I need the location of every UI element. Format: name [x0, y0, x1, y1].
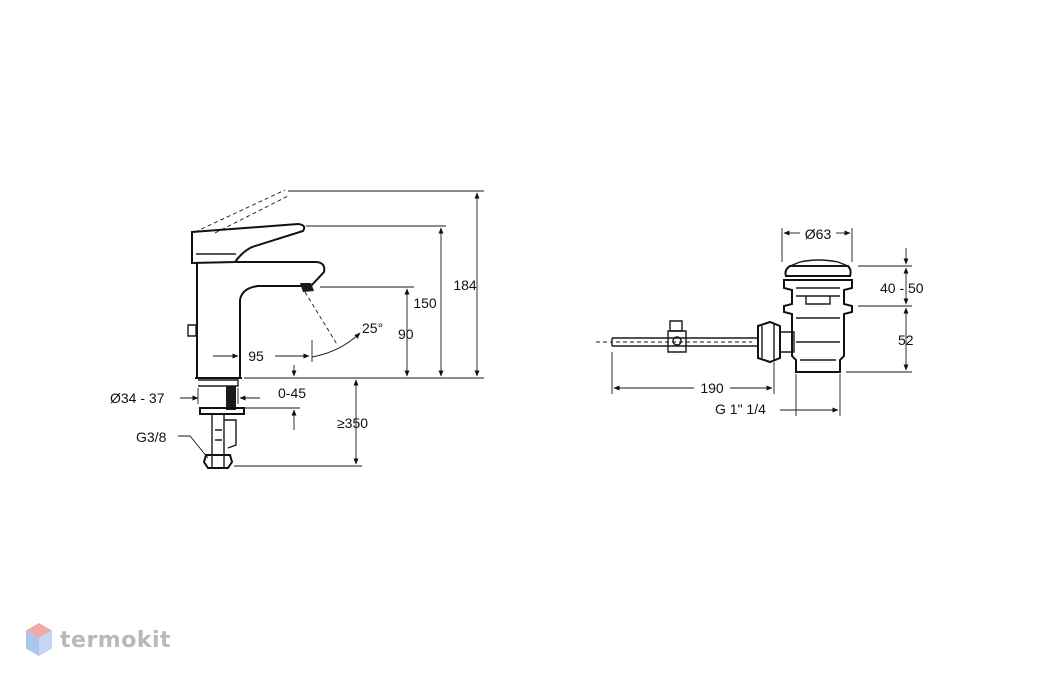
dim-height-lever: 150: [413, 295, 437, 311]
dim-waste-height-range: 40 - 50: [880, 280, 924, 296]
waste-dimensions: [611, 228, 912, 416]
dim-deck-thickness: 0-45: [278, 385, 306, 401]
dim-height-total: 184: [453, 277, 477, 293]
faucet-labels: 184 150 90 95 25° Ø34 - 37 0-45 ≥350 G3/…: [110, 277, 477, 445]
watermark: termokit: [24, 620, 171, 660]
dim-height-spout: 90: [398, 326, 414, 342]
waste-labels: Ø63 40 - 50 52 190 G 1" 1/4: [700, 226, 923, 417]
dim-angle: 25°: [362, 320, 383, 336]
dim-hose-length: ≥350: [337, 415, 368, 431]
dim-waste-height: 52: [898, 332, 914, 348]
waste-drawing: [596, 259, 853, 373]
dim-waste-diameter: Ø63: [805, 226, 832, 242]
faucet-dimensions: [178, 190, 484, 467]
hexagon-logo-icon: [26, 623, 52, 656]
dim-reach: 95: [248, 348, 264, 364]
faucet-drawing: [187, 189, 361, 469]
dim-hole-diameter: Ø34 - 37: [110, 390, 165, 406]
dim-connection: G3/8: [136, 429, 167, 445]
dim-thread: G 1" 1/4: [715, 401, 766, 417]
watermark-text: termokit: [60, 627, 172, 653]
dim-rod-length: 190: [700, 380, 724, 396]
